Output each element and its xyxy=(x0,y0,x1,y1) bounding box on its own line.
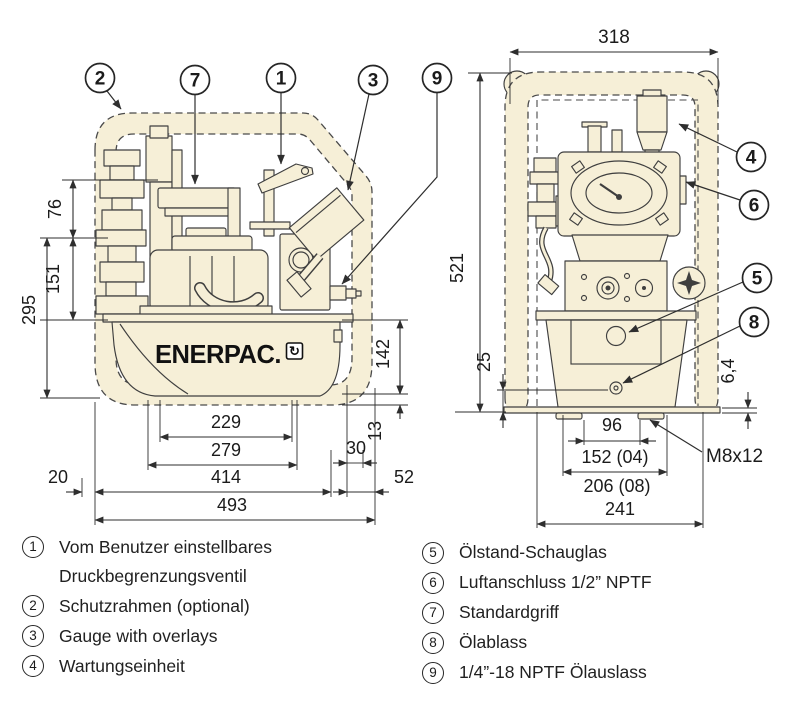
front-view-dimensions: 318 521 25 6,4 96 152 (04) 206 (0 xyxy=(447,27,763,528)
legend-text-2: Schutzrahmen (optional) xyxy=(59,596,250,616)
legend-item-2: 2 Schutzrahmen (optional) xyxy=(22,592,402,621)
legend-item-8: 8 Ölablass xyxy=(422,629,800,655)
dim-13: 13 xyxy=(365,421,385,441)
legend-text-8: Ölablass xyxy=(459,632,528,652)
oil-sight-glass xyxy=(605,325,627,347)
callout-2-number: 2 xyxy=(95,69,106,90)
dim-229: 229 xyxy=(211,412,241,432)
dim-30: 30 xyxy=(346,438,366,458)
dim-318: 318 xyxy=(598,27,630,48)
callout-1-number: 1 xyxy=(276,69,287,90)
dim-295: 295 xyxy=(19,295,39,325)
legend-left-column: 1 Vom Benutzer einstellbares Druckbegren… xyxy=(22,533,402,682)
enerpac-mark-icon: ↻ xyxy=(289,344,300,359)
dim-76: 76 xyxy=(45,199,65,219)
dim-6-4: 6,4 xyxy=(718,358,738,383)
dim-52: 52 xyxy=(394,467,414,487)
diagram-svg: ENERPAC. ↻ 76 xyxy=(19,27,773,528)
callout-5 xyxy=(741,262,773,294)
front-view: 318 521 25 6,4 96 152 (04) 206 (0 xyxy=(447,27,763,528)
reservoir-side: ENERPAC. ↻ xyxy=(111,321,343,397)
pump-block-front xyxy=(564,234,706,312)
legend-text-4: Wartungseinheit xyxy=(59,656,185,676)
dim-279: 279 xyxy=(211,440,241,460)
legend-text-3: Gauge with overlays xyxy=(59,626,218,646)
dim-142: 142 xyxy=(373,339,393,369)
air-regulator-front xyxy=(527,157,569,296)
legend-item-6: 6 Luftanschluss 1/2” NPTF xyxy=(422,569,800,595)
dim-493: 493 xyxy=(217,495,247,515)
protective-frame-front xyxy=(504,71,719,413)
legend-text-1: Vom Benutzer einstellbares Druckbegrenzu… xyxy=(59,537,273,586)
legend-item-9: 9 1/4”-18 NPTF Ölauslass xyxy=(422,659,800,685)
dim-96: 96 xyxy=(602,415,622,435)
legend-item-5: 5 Ölstand-Schauglas xyxy=(422,539,800,565)
mounting-foot xyxy=(555,412,583,420)
legend-num-2: 2 xyxy=(22,595,44,617)
legend-num-3: 3 xyxy=(22,625,44,647)
air-motor-side xyxy=(139,227,273,317)
callout-2 xyxy=(84,62,116,94)
base-plate-side xyxy=(102,313,354,323)
callout-9 xyxy=(421,62,453,94)
dim-151: 151 xyxy=(43,264,63,294)
oil-outlet-fitting xyxy=(329,285,347,301)
legend-item-1: 1 Vom Benutzer einstellbares Druckbegren… xyxy=(22,533,402,591)
callout-8-number: 8 xyxy=(749,313,760,334)
legend-right-column: 5 Ölstand-Schauglas 6 Luftanschluss 1/2”… xyxy=(422,539,800,689)
callout-8 xyxy=(738,306,770,338)
callout-7-number: 7 xyxy=(190,71,201,92)
legend-num-8: 8 xyxy=(422,632,444,654)
legend-num-9: 9 xyxy=(422,662,444,684)
legend-num-6: 6 xyxy=(422,572,444,594)
legend-num-1: 1 xyxy=(22,536,44,558)
callout-9-number: 9 xyxy=(432,69,443,90)
legend-text-6: Luftanschluss 1/2” NPTF xyxy=(459,572,652,592)
callout-4-number: 4 xyxy=(746,148,757,169)
callout-5-number: 5 xyxy=(752,269,763,290)
callout-4 xyxy=(735,141,767,173)
callout-3 xyxy=(357,64,389,96)
legend-text-7: Standardgriff xyxy=(459,602,559,622)
legend-item-4: 4 Wartungseinheit xyxy=(22,652,402,681)
release-lever xyxy=(257,163,314,194)
label-m8x12: M8x12 xyxy=(706,446,763,467)
valve-assembly xyxy=(249,163,365,311)
legend-num-7: 7 xyxy=(422,602,444,624)
legend-item-7: 7 Standardgriff xyxy=(422,599,800,625)
dim-241: 241 xyxy=(605,499,635,519)
side-view-dimensions: 76 151 295 142 13 229 279 414 20 30 xyxy=(19,179,414,525)
dim-521: 521 xyxy=(447,253,467,283)
oil-drain-plug xyxy=(609,381,623,395)
callout-7 xyxy=(179,64,211,96)
mounting-foot xyxy=(637,412,665,420)
side-view: ENERPAC. ↻ 76 xyxy=(19,112,414,525)
callouts: 2 7 1 3 9 4 6 5 8 xyxy=(84,62,773,384)
reservoir-front xyxy=(497,310,721,420)
gauge-tilted xyxy=(288,187,365,261)
dim-414: 414 xyxy=(211,467,241,487)
legend-item-3: 3 Gauge with overlays xyxy=(22,622,402,651)
dim-20: 20 xyxy=(48,467,68,487)
enerpac-mark-box xyxy=(285,342,304,360)
dim-206-08: 206 (08) xyxy=(583,476,650,496)
legend-num-4: 4 xyxy=(22,655,44,677)
dim-152-04: 152 (04) xyxy=(581,447,648,467)
dim-25: 25 xyxy=(474,352,494,372)
callout-3-number: 3 xyxy=(368,71,379,92)
base-plate-front xyxy=(503,406,721,414)
legend-text-9: 1/4”-18 NPTF Ölauslass xyxy=(459,662,647,682)
legend-num-5: 5 xyxy=(422,542,444,564)
callout-6-number: 6 xyxy=(749,196,760,217)
callout-6 xyxy=(738,189,770,221)
enerpac-logo: ENERPAC. xyxy=(155,339,281,369)
callout-1 xyxy=(265,62,297,94)
legend-text-5: Ölstand-Schauglas xyxy=(459,542,607,562)
